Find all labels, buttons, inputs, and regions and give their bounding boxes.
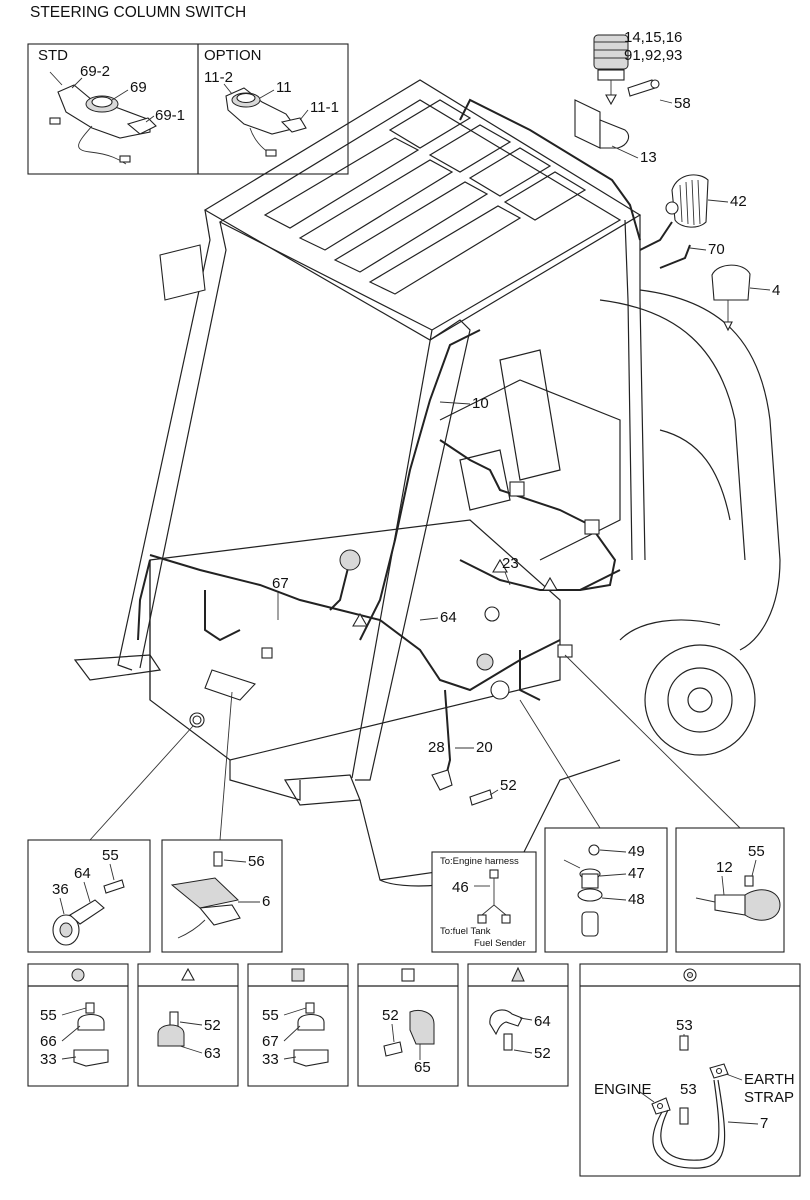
triangle-dot-icon (511, 966, 525, 982)
earth-strap-label-2: STRAP (744, 1089, 794, 1106)
diagram-title: STEERING COLUMN SWITCH (30, 4, 246, 21)
label-pedal-56: 56 (248, 853, 265, 870)
label-clamp-55: 55 (748, 843, 765, 860)
dot-square-icon (291, 968, 305, 982)
legend-4-label-0: 52 (382, 1007, 399, 1024)
label-sender-46: 46 (452, 879, 469, 896)
label-horn-64: 64 (74, 865, 91, 882)
legend-2-label-0: 52 (204, 1017, 221, 1034)
label-23: 23 (502, 555, 519, 572)
dot-circle-icon (71, 968, 85, 982)
option-switch-drawing (225, 87, 307, 157)
legend-1-label-2: 33 (40, 1051, 57, 1068)
label-69-1: 69-1 (155, 107, 185, 124)
legend-3-label-0: 55 (262, 1007, 279, 1024)
label-pedal-6: 6 (262, 893, 270, 910)
legend-3-label-1: 67 (262, 1033, 279, 1050)
legend-box-4 (357, 963, 459, 1087)
label-67: 67 (272, 575, 289, 592)
legend-4-label-1: 65 (414, 1059, 431, 1076)
legend-box-2 (137, 963, 239, 1087)
label-horn-36: 36 (52, 881, 69, 898)
label-52: 52 (500, 777, 517, 794)
legend-5-label-1: 52 (534, 1045, 551, 1062)
label-10: 10 (472, 395, 489, 412)
label-switch-48: 48 (628, 891, 645, 908)
earth-strap-label-1: EARTH (744, 1071, 795, 1088)
label-58: 58 (674, 95, 691, 112)
detail-clamp (675, 827, 785, 953)
detail-switch (544, 827, 668, 953)
label-11-2: 11-2 (204, 69, 233, 86)
legend-3-label-2: 33 (262, 1051, 279, 1068)
detail-fuel-sender (431, 851, 537, 953)
label-42: 42 (730, 193, 747, 210)
earth-strap-box (579, 963, 801, 1177)
label-11: 11 (276, 79, 292, 96)
triangle-icon (181, 967, 195, 981)
label-11-1: 11-1 (310, 99, 339, 116)
forklift-cab-illustration (73, 34, 781, 887)
label-69-2: 69-2 (80, 63, 110, 80)
earth-label-53-b: 53 (680, 1081, 697, 1098)
label-switch-49: 49 (628, 843, 645, 860)
label-69: 69 (130, 79, 147, 96)
label-13: 13 (640, 149, 657, 166)
note-fuel-tank: To:fuel Tank (440, 926, 491, 937)
detail-horn (27, 839, 151, 953)
legend-1-label-0: 55 (40, 1007, 57, 1024)
legend-5-label-0: 64 (534, 1013, 551, 1030)
legend-1-label-1: 66 (40, 1033, 57, 1050)
option-label: OPTION (204, 47, 262, 64)
earth-label-7: 7 (760, 1115, 768, 1132)
legend-2-label-1: 63 (204, 1045, 221, 1062)
label-beacon-2: 91,92,93 (624, 47, 682, 64)
note-fuel-sender: Fuel Sender (474, 938, 526, 949)
label-clamp-12: 12 (716, 859, 733, 876)
earth-label-53-a: 53 (676, 1017, 693, 1034)
square-icon (401, 968, 415, 982)
label-70: 70 (708, 241, 725, 258)
engine-label: ENGINE (594, 1081, 652, 1098)
label-4: 4 (772, 282, 780, 299)
label-28: 28 (428, 739, 445, 756)
label-beacon: 14,15,16 (624, 29, 682, 46)
label-64: 64 (440, 609, 457, 626)
label-switch-47: 47 (628, 865, 645, 882)
std-label: STD (38, 47, 68, 64)
label-20: 20 (476, 739, 493, 756)
std-switch-drawing (49, 71, 157, 165)
note-engine-harness: To:Engine harness (440, 856, 519, 867)
label-horn-55: 55 (102, 847, 119, 864)
